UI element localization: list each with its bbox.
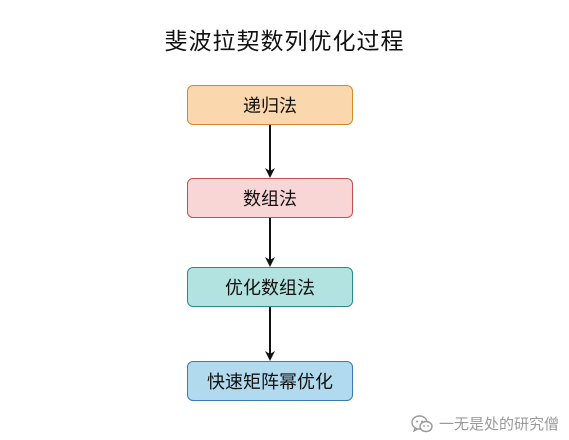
watermark-text: 一无是处的研究僧 [438, 415, 559, 433]
node-label: 优化数组法 [225, 278, 315, 299]
node-fast-matrix-power: 快速矩阵幂优化 [187, 361, 353, 401]
wechat-icon [411, 414, 433, 432]
diagram-title: 斐波拉契数列优化过程 [164, 29, 405, 55]
node-recursion: 递归法 [187, 85, 353, 125]
node-optimized-array: 优化数组法 [187, 267, 353, 307]
node-label: 递归法 [243, 96, 297, 117]
node-array: 数组法 [187, 178, 353, 218]
node-label: 快速矩阵幂优化 [207, 372, 333, 393]
watermark: 一无是处的研究僧 [411, 413, 559, 434]
node-label: 数组法 [243, 189, 297, 210]
